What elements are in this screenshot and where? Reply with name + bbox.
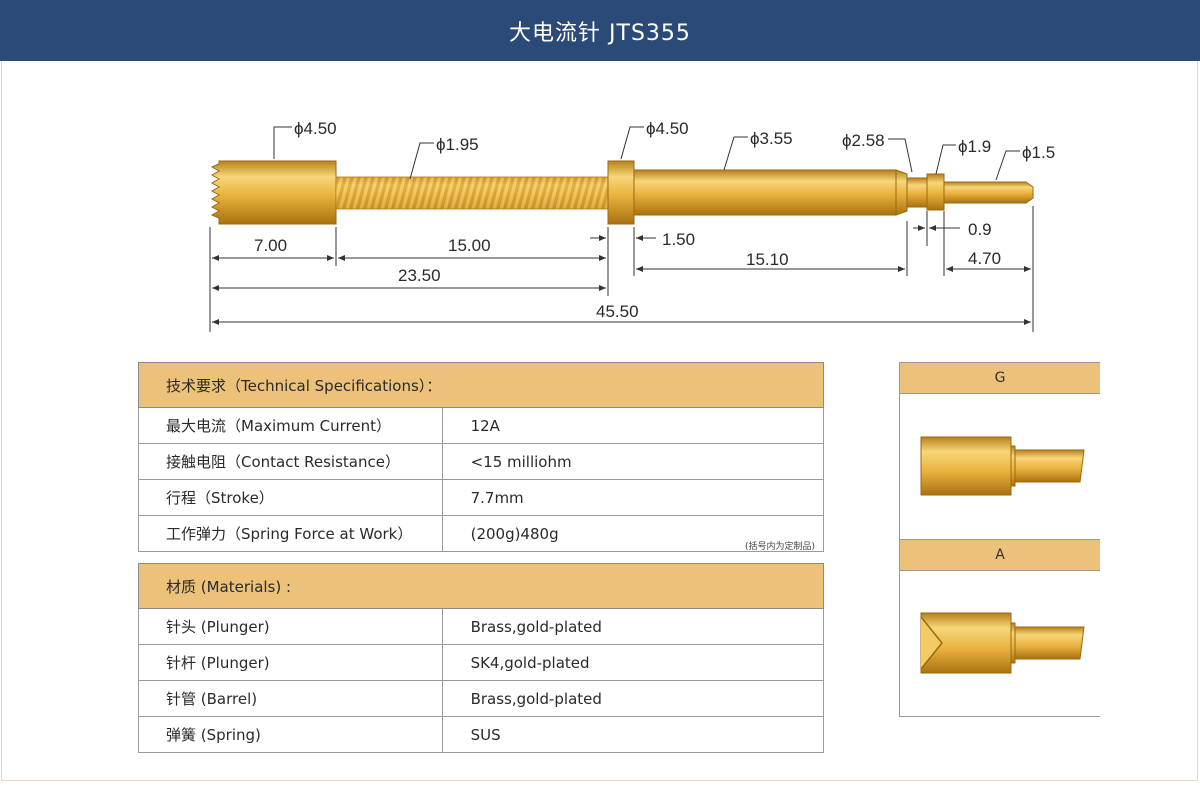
tip-style-label: A bbox=[900, 540, 1100, 571]
dim-plunger-length: 23.50 bbox=[398, 266, 441, 285]
materials-table: 材质 (Materials) : 针头 (Plunger)Brass,gold-… bbox=[138, 563, 825, 753]
diameter-leaders bbox=[273, 126, 1020, 181]
table-row: 针管 (Barrel)Brass,gold-plated bbox=[138, 680, 825, 717]
tip-g-drawing bbox=[920, 436, 1085, 496]
dim-rod-diameter: ϕ1.95 bbox=[436, 135, 479, 154]
tip-style-g: G bbox=[899, 362, 1100, 541]
tip-a-collar bbox=[1010, 622, 1016, 664]
dim-tip-head-diameter: ϕ4.50 bbox=[294, 119, 337, 138]
materials-table-title: 材质 (Materials) : bbox=[138, 563, 824, 609]
table-row: 针头 (Plunger)Brass,gold-plated bbox=[138, 608, 825, 645]
page-title: 大电流针 JTS355 bbox=[509, 20, 691, 46]
custom-note: (括号内为定制品) bbox=[745, 542, 816, 552]
spec-label: 工作弹力（Spring Force at Work） bbox=[138, 515, 443, 552]
content-frame bbox=[1, 61, 1198, 781]
spec-label: 行程（Stroke） bbox=[138, 479, 443, 516]
dim-head-length: 7.00 bbox=[254, 236, 287, 255]
tip-g-collar bbox=[1010, 445, 1016, 487]
material-value: Brass,gold-plated bbox=[441, 680, 825, 717]
spring-shade bbox=[336, 177, 608, 209]
probe-body bbox=[210, 160, 1034, 225]
dim-overall-length: 45.50 bbox=[596, 302, 639, 321]
step-ring bbox=[926, 173, 945, 211]
table-row: 工作弹力（Spring Force at Work）(200g)480g bbox=[138, 515, 825, 552]
dim-barrel-diameter: ϕ3.55 bbox=[750, 129, 793, 148]
tip-a-cone bbox=[920, 616, 943, 670]
table-row: 最大电流（Maximum Current）12A bbox=[138, 407, 825, 444]
spec-value: <15 milliohm bbox=[441, 443, 825, 480]
dim-collar-length: 1.50 bbox=[662, 230, 695, 249]
tip-g-shaft bbox=[1014, 449, 1085, 483]
dim-spring-length: 15.00 bbox=[448, 236, 491, 255]
neck-step bbox=[906, 177, 928, 208]
material-value: SUS bbox=[441, 716, 825, 753]
dim-barrel-length: 15.10 bbox=[746, 250, 789, 269]
table-row: 针杆 (Plunger)SK4,gold-plated bbox=[138, 644, 825, 681]
dim-step-length: 0.9 bbox=[968, 220, 992, 239]
barrel-neck bbox=[895, 169, 908, 216]
material-part: 弹簧 (Spring) bbox=[138, 716, 443, 753]
collar bbox=[607, 160, 635, 225]
spec-table-title: 技术要求（Technical Specifications）： bbox=[138, 362, 824, 408]
spec-label: 接触电阻（Contact Resistance） bbox=[138, 443, 443, 480]
table-row: 接触电阻（Contact Resistance）<15 milliohm bbox=[138, 443, 825, 480]
extension-lines bbox=[209, 206, 1034, 332]
dim-neck-diameter: ϕ2.58 bbox=[842, 131, 885, 150]
spec-value: 12A bbox=[441, 407, 825, 444]
material-part: 针管 (Barrel) bbox=[138, 680, 443, 717]
tip-a-drawing bbox=[920, 612, 1085, 674]
tip-g-head bbox=[920, 436, 1012, 496]
material-value: Brass,gold-plated bbox=[441, 608, 825, 645]
tip-style-a: A bbox=[899, 539, 1100, 717]
probe-drawing: ϕ4.50 ϕ1.95 ϕ4.50 ϕ3.55 ϕ2.58 ϕ1.9 ϕ1.5 … bbox=[209, 119, 1055, 332]
material-part: 针头 (Plunger) bbox=[138, 608, 443, 645]
dim-step-diameter: ϕ1.9 bbox=[958, 137, 991, 156]
spec-table: 技术要求（Technical Specifications）： 最大电流（Max… bbox=[138, 362, 825, 552]
spec-table-header: 技术要求（Technical Specifications）： bbox=[138, 362, 824, 408]
table-row: 行程（Stroke）7.7mm bbox=[138, 479, 825, 516]
material-part: 针杆 (Plunger) bbox=[138, 644, 443, 681]
barrel bbox=[633, 169, 897, 216]
crown-tip-head bbox=[210, 160, 337, 225]
page-header: 大电流针 JTS355 bbox=[0, 0, 1200, 61]
dim-end-diameter: ϕ1.5 bbox=[1022, 143, 1055, 162]
dimension-lines bbox=[212, 225, 1031, 325]
spec-value: 7.7mm bbox=[441, 479, 825, 516]
dim-collar-diameter: ϕ4.50 bbox=[646, 119, 689, 138]
dim-end-length: 4.70 bbox=[968, 249, 1001, 268]
spec-value: (200g)480g bbox=[441, 515, 825, 552]
materials-table-header: 材质 (Materials) : bbox=[138, 563, 824, 609]
spec-label: 最大电流（Maximum Current） bbox=[138, 407, 443, 444]
table-row: 弹簧 (Spring)SUS bbox=[138, 716, 825, 753]
tip-style-label: G bbox=[900, 363, 1100, 394]
material-value: SK4,gold-plated bbox=[441, 644, 825, 681]
end-plunger bbox=[943, 181, 1034, 204]
tip-a-shaft bbox=[1014, 626, 1085, 660]
